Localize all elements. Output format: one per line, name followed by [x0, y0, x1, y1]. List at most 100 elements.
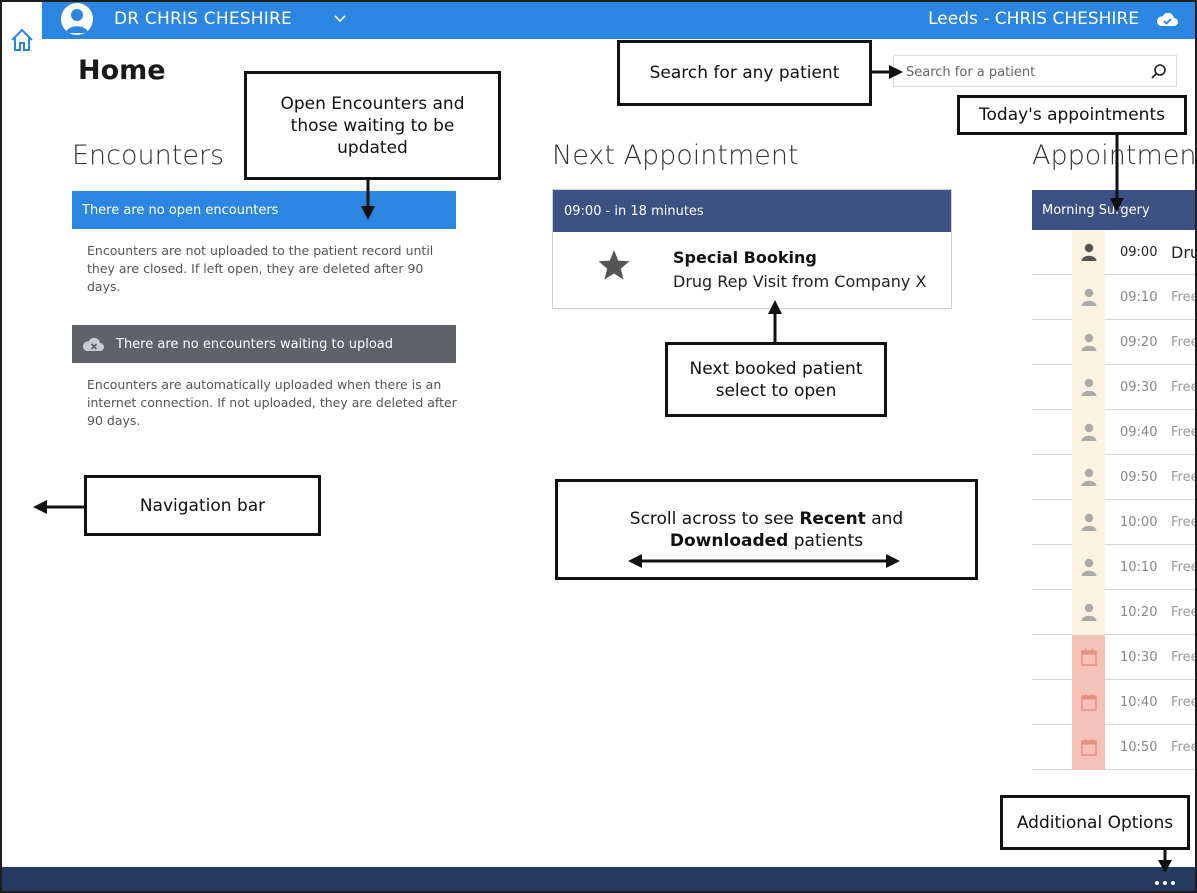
slot-time: 09:30 — [1120, 380, 1158, 395]
person-icon — [1081, 288, 1097, 306]
callout-scroll-line2: Downloaded patients — [670, 530, 863, 552]
home-icon[interactable] — [8, 26, 36, 54]
appointment-slot[interactable]: 10:50 Free — [1032, 725, 1197, 770]
callout-encounters-line1: Open Encounters and — [280, 93, 465, 114]
slot-label: Free — [1171, 695, 1197, 710]
top-bar: DR CHRIS CHESHIRE Leeds - CHRIS CHESHIRE — [42, 0, 1197, 39]
page-title: Home — [78, 55, 166, 86]
navigation-bar — [0, 0, 42, 893]
calendar-icon — [1081, 694, 1097, 711]
avatar[interactable] — [61, 3, 93, 35]
callout-todays-appointments: Today's appointments — [957, 95, 1187, 135]
callout-next-line1: Next booked patient — [689, 358, 863, 379]
slot-label: Free — [1171, 425, 1197, 440]
slot-label: Free — [1171, 335, 1197, 350]
session-header[interactable]: Morning Surgery — [1032, 190, 1197, 230]
callout-next-line2: select to open — [715, 380, 837, 401]
slot-status-strip — [1072, 545, 1105, 590]
callout-scroll-line1: Scroll across to see Recent and — [630, 508, 903, 530]
callout-additional-options: Additional Options — [1000, 795, 1190, 850]
person-icon — [1081, 558, 1097, 576]
booking-description: Drug Rep Visit from Company X — [673, 272, 927, 291]
slot-status-strip — [1072, 680, 1105, 725]
upload-encounters-label: There are no encounters waiting to uploa… — [116, 337, 394, 352]
more-options-icon[interactable] — [1152, 867, 1178, 891]
user-icon — [66, 9, 88, 33]
appointment-slot[interactable]: 10:40 Free — [1032, 680, 1197, 725]
chevron-down-icon[interactable] — [333, 12, 347, 26]
cloud-error-icon — [82, 337, 104, 351]
search-icon[interactable] — [1150, 63, 1168, 81]
callout-search-text: Search for any patient — [649, 63, 840, 83]
callout-search: Search for any patient — [617, 40, 872, 106]
callout-scroll: Scroll across to see Recent and Download… — [555, 479, 978, 580]
upload-encounters-info: Encounters are automatically uploaded wh… — [87, 377, 457, 428]
search-input[interactable] — [906, 62, 1146, 82]
person-icon — [1081, 243, 1097, 261]
callout-encounters-line3: updated — [337, 137, 408, 158]
callout-options-text: Additional Options — [1016, 812, 1174, 833]
slot-time: 09:20 — [1120, 335, 1158, 350]
slot-status-strip — [1072, 410, 1105, 455]
slot-status-strip — [1072, 590, 1105, 635]
appointment-slot[interactable]: 09:20 Free — [1032, 320, 1197, 365]
next-appointment-card[interactable]: 09:00 - in 18 minutes Special Booking Dr… — [552, 189, 952, 309]
callout-next-patient: Next booked patient select to open — [665, 342, 887, 417]
cloud-sync-icon[interactable] — [1155, 9, 1179, 29]
callout-scroll-post: patients — [788, 531, 864, 551]
slot-status-strip — [1072, 230, 1105, 275]
slot-time: 09:10 — [1120, 290, 1158, 305]
slot-label: Free — [1171, 290, 1197, 305]
slot-time: 10:40 — [1120, 695, 1158, 710]
slot-label: Free — [1171, 605, 1197, 620]
open-encounters-info: Encounters are not uploaded to the patie… — [87, 243, 434, 294]
slot-label: Free — [1171, 560, 1197, 575]
callout-todays-text: Today's appointments — [979, 105, 1165, 125]
slot-time: 10:50 — [1120, 740, 1158, 755]
callout-scroll-pre: Scroll across to see — [629, 509, 800, 529]
slot-status-strip — [1072, 725, 1105, 770]
appointments-title: Appointment — [1032, 140, 1197, 171]
slot-time: 09:50 — [1120, 470, 1158, 485]
person-icon — [1081, 468, 1097, 486]
callout-navigation-text: Navigation bar — [139, 495, 266, 516]
slot-label: Free — [1171, 650, 1197, 665]
slot-label: Free — [1171, 515, 1197, 530]
person-icon — [1081, 333, 1097, 351]
appointment-slot[interactable]: 09:10 Free — [1032, 275, 1197, 320]
slot-status-strip — [1072, 320, 1105, 365]
slot-status-strip — [1072, 455, 1105, 500]
slot-time: 10:30 — [1120, 650, 1158, 665]
slot-status-strip — [1072, 500, 1105, 545]
person-icon — [1081, 378, 1097, 396]
appointment-slot[interactable]: 09:50 Free — [1032, 455, 1197, 500]
slot-status-strip — [1072, 635, 1105, 680]
slot-label: Free — [1171, 470, 1197, 485]
upload-encounters-bar[interactable]: There are no encounters waiting to uploa… — [72, 325, 456, 363]
open-encounters-bar[interactable]: There are no open encounters — [72, 191, 456, 229]
slot-label: Free — [1171, 740, 1197, 755]
appointment-slot[interactable]: 10:30 Free — [1032, 635, 1197, 680]
appointment-slot[interactable]: 09:40 Free — [1032, 410, 1197, 455]
user-name[interactable]: DR CHRIS CHESHIRE — [114, 9, 292, 29]
next-appointment-header: 09:00 - in 18 minutes — [553, 190, 951, 232]
patient-search[interactable] — [893, 55, 1177, 87]
slot-status-strip — [1072, 365, 1105, 410]
next-appointment-title: Next Appointment — [552, 140, 799, 171]
callout-scroll-downloaded: Downloaded — [669, 531, 789, 551]
slot-time: 09:40 — [1120, 425, 1158, 440]
calendar-icon — [1081, 649, 1097, 666]
encounters-title: Encounters — [72, 140, 225, 171]
person-icon — [1081, 513, 1097, 531]
slot-time: 09:00 — [1120, 245, 1158, 260]
person-icon — [1081, 423, 1097, 441]
booking-type: Special Booking — [673, 248, 817, 267]
callout-encounters: Open Encounters and those waiting to be … — [244, 71, 501, 180]
bottom-bar — [0, 867, 1197, 893]
